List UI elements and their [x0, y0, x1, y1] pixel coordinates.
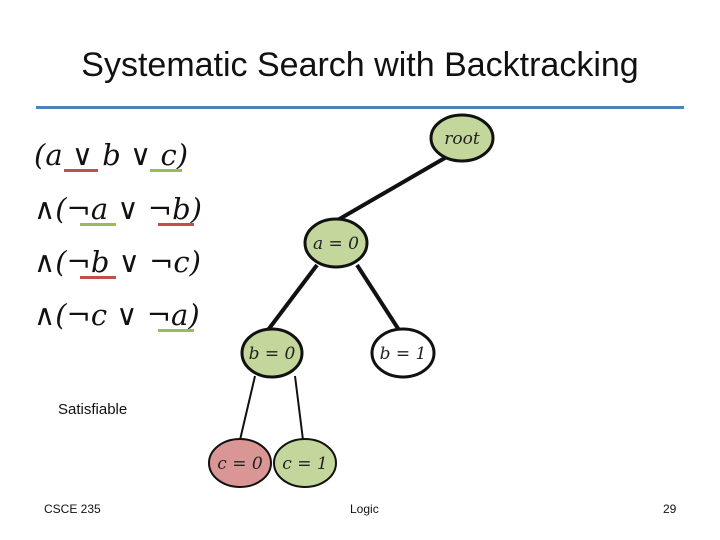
- tree-edges: [239, 153, 452, 441]
- edge-a0-b0: [266, 263, 319, 332]
- node-root-label: root: [444, 129, 480, 149]
- clause-3: ∧(¬b ∨ ¬c): [34, 245, 234, 285]
- node-b1-label: b = 1: [380, 344, 427, 364]
- node-c1-shape: [273, 438, 337, 488]
- node-c1-label: c = 1: [282, 454, 327, 474]
- clause-3-text: ∧(¬b ∨ ¬c): [34, 245, 201, 279]
- node-b1-shape: [370, 327, 436, 379]
- node-c0-shape: [208, 438, 272, 488]
- footer-topic: Logic: [350, 502, 379, 516]
- node-b0-label: b = 0: [249, 344, 296, 364]
- edge-a0-b1: [355, 263, 401, 332]
- status-text: Satisfiable: [58, 401, 128, 418]
- node-a0-label: a = 0: [313, 234, 359, 254]
- clause-1: (a ∨ b ∨ c): [34, 138, 234, 178]
- clause-1-text: (a ∨ b ∨ c): [34, 138, 189, 172]
- clause-2-text: ∧(¬a ∨ ¬b): [34, 192, 202, 226]
- clause-2-underline-2: [158, 223, 194, 226]
- edge-b0-c0: [239, 375, 256, 441]
- title-rule: [36, 106, 684, 109]
- node-b0: b = 0: [240, 327, 304, 379]
- node-b1: b = 1: [370, 327, 436, 379]
- clause-1-underline-1: [64, 169, 98, 172]
- node-a0-shape: [303, 217, 369, 269]
- page-number: 29: [663, 502, 677, 516]
- clause-4-text: ∧(¬c ∨ ¬a): [34, 298, 200, 332]
- node-b0-shape: [240, 327, 304, 379]
- clause-4: ∧(¬c ∨ ¬a): [34, 298, 234, 338]
- node-root: root: [429, 113, 495, 163]
- footer-course: CSCE 235: [44, 502, 101, 516]
- clause-4-underline-1: [158, 329, 194, 332]
- node-a0: a = 0: [303, 217, 369, 269]
- node-root-shape: [429, 113, 495, 163]
- node-c0: c = 0: [208, 438, 272, 488]
- clause-3-underline-1: [80, 276, 116, 279]
- edge-root-a0: [334, 153, 452, 223]
- clause-1-underline-2: [150, 169, 182, 172]
- node-c1: c = 1: [273, 438, 337, 488]
- clause-2: ∧(¬a ∨ ¬b): [34, 192, 234, 232]
- slide-title: Systematic Search with Backtracking: [81, 46, 639, 84]
- node-c0-label: c = 0: [217, 454, 263, 474]
- edge-b0-c1: [294, 375, 304, 441]
- clause-2-underline-1: [80, 223, 116, 226]
